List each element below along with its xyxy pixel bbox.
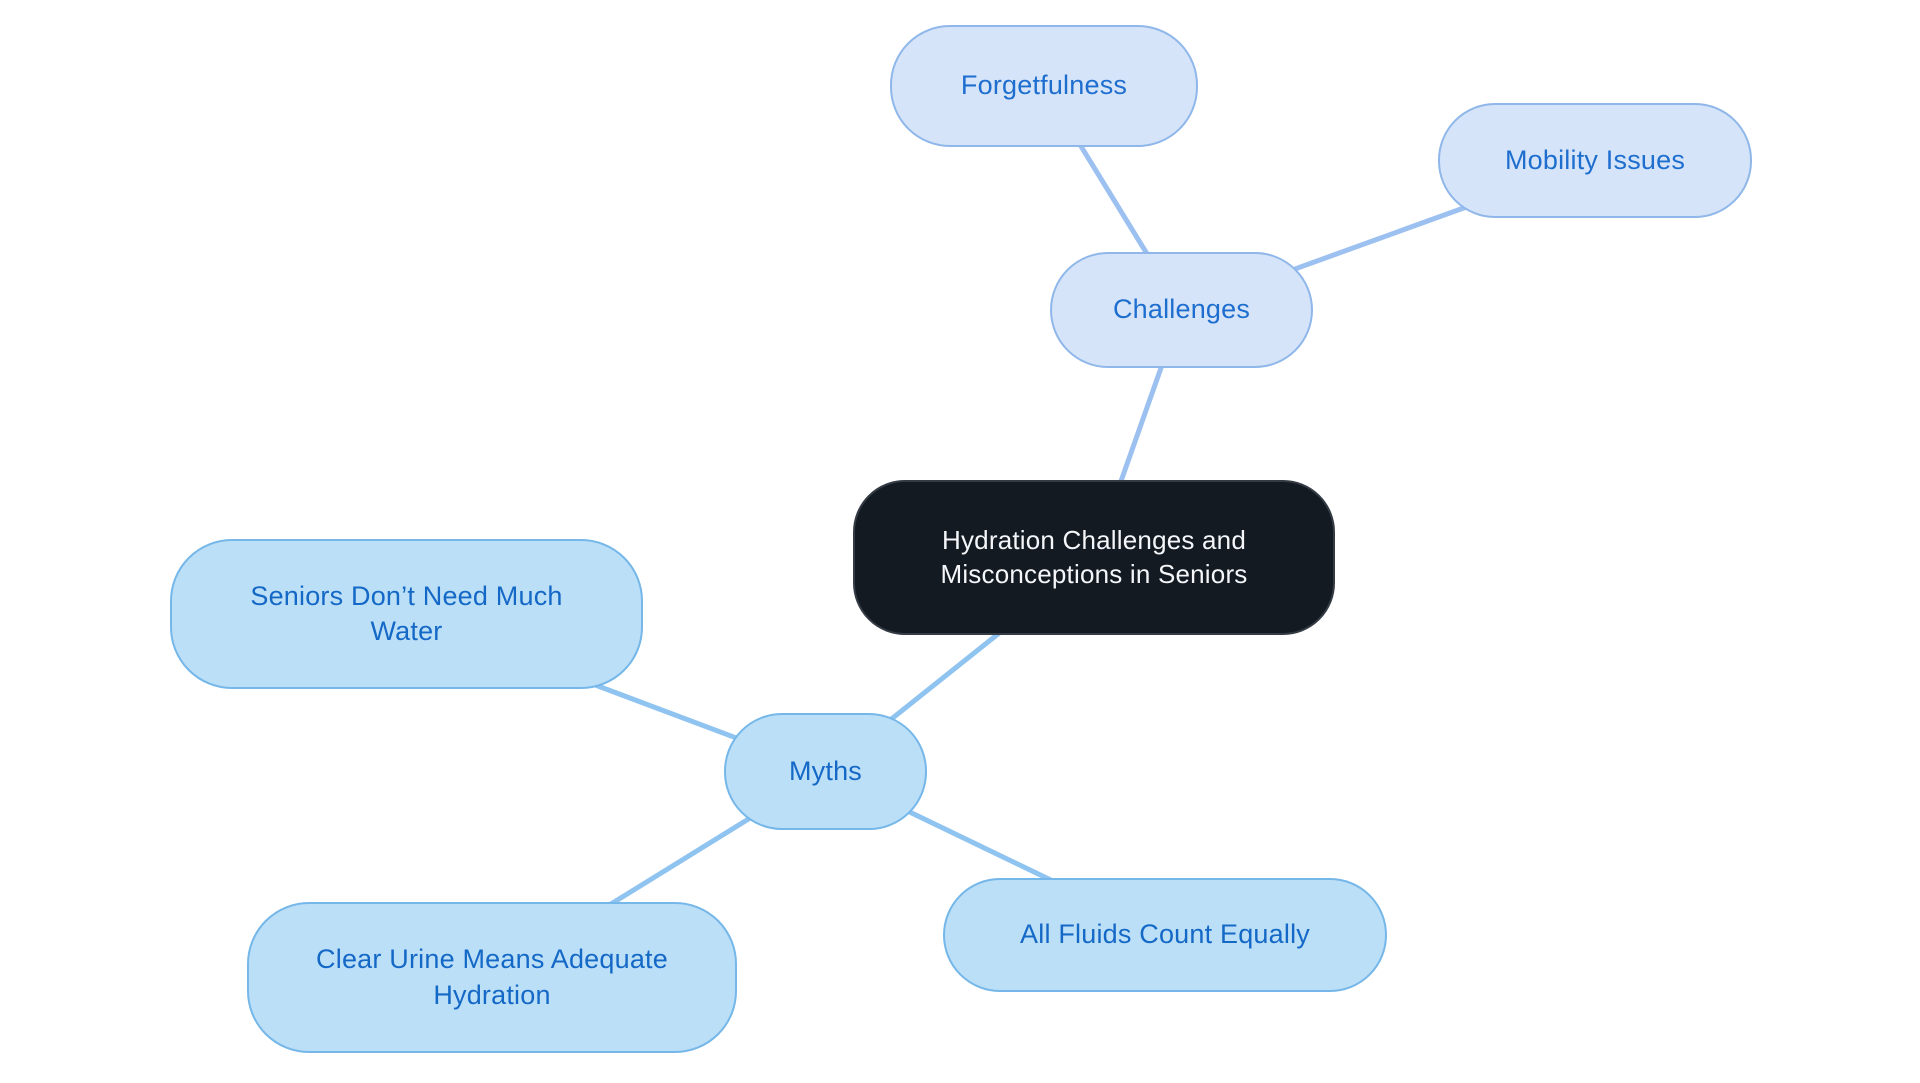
node-label: Seniors Don’t Need Much Water (250, 580, 563, 646)
node-mobility-issues[interactable]: Mobility Issues (1438, 103, 1752, 218)
node-label: Myths (788, 755, 862, 786)
node-label: Forgetfulness (960, 70, 1128, 101)
node-central-topic[interactable]: Hydration Challenges and Misconceptions … (853, 480, 1335, 635)
node-label: Challenges (1112, 294, 1251, 325)
node-all-fluids-count-equally[interactable]: All Fluids Count Equally (943, 878, 1387, 992)
node-challenges[interactable]: Challenges (1050, 252, 1313, 368)
node-clear-urine-means-adequate-hydration[interactable]: Clear Urine Means Adequate Hydration (247, 902, 737, 1053)
node-label: Clear Urine Means Adequate Hydration (316, 944, 668, 1010)
node-label: Hydration Challenges and Misconceptions … (940, 524, 1248, 589)
node-forgetfulness[interactable]: Forgetfulness (890, 25, 1198, 147)
node-seniors-dont-need-much-water[interactable]: Seniors Don’t Need Much Water (170, 539, 643, 689)
node-myths[interactable]: Myths (724, 713, 927, 830)
node-label: All Fluids Count Equally (1020, 919, 1310, 950)
node-label: Mobility Issues (1504, 144, 1686, 175)
